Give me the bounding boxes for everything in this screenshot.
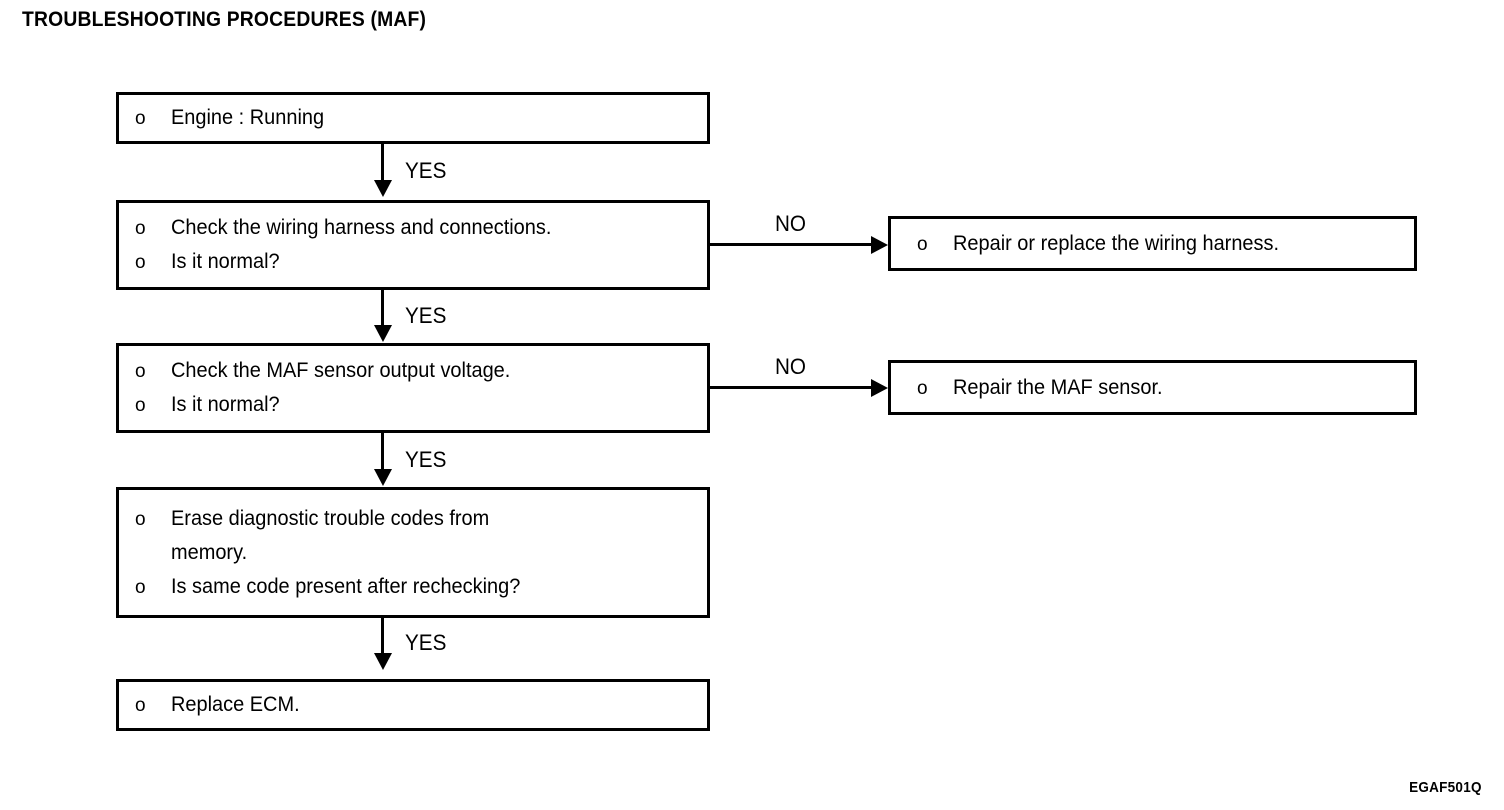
node-line-text: Is it normal? [171, 250, 280, 273]
arrow-down-icon [374, 653, 392, 670]
node-line: o Repair or replace the wiring harness. [917, 226, 1414, 260]
bullet-icon: o [135, 576, 146, 598]
bullet-icon-placeholder: o [135, 538, 171, 569]
edge-line-engine-to-wiring [381, 144, 384, 185]
edge-label-yes-2: YES [405, 303, 447, 328]
node-erase-diagnostic-codes: o Erase diagnostic trouble codes from o … [116, 487, 710, 618]
page-title: TROUBLESHOOTING PROCEDURES (MAF) [22, 8, 427, 31]
bullet-icon: o [135, 508, 146, 530]
edge-line-wiring-to-maf [381, 290, 384, 330]
node-line-text: Erase diagnostic trouble codes from [171, 506, 490, 530]
bullet-icon: o [135, 395, 146, 416]
edge-line-erase-to-ecm [381, 618, 384, 658]
node-line: o Is same code present after rechecking? [135, 570, 697, 604]
edge-line-maf-to-repair [710, 386, 873, 389]
node-text-block: o Erase diagnostic trouble codes from o … [135, 501, 697, 603]
bullet-icon: o [917, 233, 928, 255]
edge-label-yes-1: YES [405, 158, 447, 183]
node-line: o Erase diagnostic trouble codes from [135, 501, 697, 535]
figure-code: EGAF501Q [1409, 779, 1482, 796]
node-line: o Replace ECM. [135, 688, 697, 722]
node-line-text: Engine : Running [171, 105, 325, 129]
node-line: o Is it normal? [135, 245, 697, 279]
arrow-right-icon [871, 379, 888, 397]
bullet-icon: o [917, 377, 928, 399]
node-engine-running: o Engine : Running [116, 92, 710, 144]
edge-line-maf-to-erase [381, 433, 384, 473]
bullet-icon: o [135, 252, 146, 273]
edge-label-yes-3: YES [405, 447, 447, 472]
bullet-icon: o [135, 217, 146, 239]
node-line: o memory. [135, 535, 697, 569]
node-text-block: o Engine : Running [135, 101, 697, 135]
node-text-block: o Check the wiring harness and connectio… [135, 211, 697, 279]
edge-label-no-2: NO [775, 354, 807, 379]
bullet-icon: o [135, 107, 146, 129]
bullet-icon: o [135, 360, 146, 382]
bullet-icon: o [135, 694, 146, 716]
arrow-down-icon [374, 325, 392, 342]
node-line: o Repair the MAF sensor. [917, 370, 1414, 404]
node-line-text: memory. [171, 540, 248, 564]
arrow-down-icon [374, 180, 392, 197]
node-line-text: Is same code present after rechecking? [171, 574, 521, 598]
node-line: o Check the wiring harness and connectio… [135, 211, 697, 245]
edge-line-wiring-to-repair [710, 243, 873, 246]
node-text-block: o Check the MAF sensor output voltage. o… [135, 354, 697, 422]
node-line-text: Repair or replace the wiring harness. [953, 231, 1280, 255]
node-line: o Is it normal? [135, 388, 697, 422]
node-check-wiring-harness: o Check the wiring harness and connectio… [116, 200, 710, 290]
node-line-text: Is it normal? [171, 393, 280, 416]
node-text-block: o Repair the MAF sensor. [917, 370, 1414, 404]
node-text-block: o Replace ECM. [135, 688, 697, 722]
node-line: o Check the MAF sensor output voltage. [135, 354, 697, 388]
node-text-block: o Repair or replace the wiring harness. [917, 226, 1414, 260]
node-line-text: Replace ECM. [171, 692, 300, 716]
node-repair-replace-wiring-harness: o Repair or replace the wiring harness. [888, 216, 1417, 271]
node-line: o Engine : Running [135, 101, 697, 135]
node-repair-maf-sensor: o Repair the MAF sensor. [888, 360, 1417, 415]
edge-label-yes-4: YES [405, 630, 447, 655]
node-replace-ecm: o Replace ECM. [116, 679, 710, 731]
edge-label-no-1: NO [775, 211, 807, 236]
node-check-maf-output-voltage: o Check the MAF sensor output voltage. o… [116, 343, 710, 433]
arrow-down-icon [374, 469, 392, 486]
arrow-right-icon [871, 236, 888, 254]
node-line-text: Check the MAF sensor output voltage. [171, 358, 511, 382]
node-line-text: Repair the MAF sensor. [953, 375, 1163, 399]
node-line-text: Check the wiring harness and connections… [171, 215, 552, 239]
